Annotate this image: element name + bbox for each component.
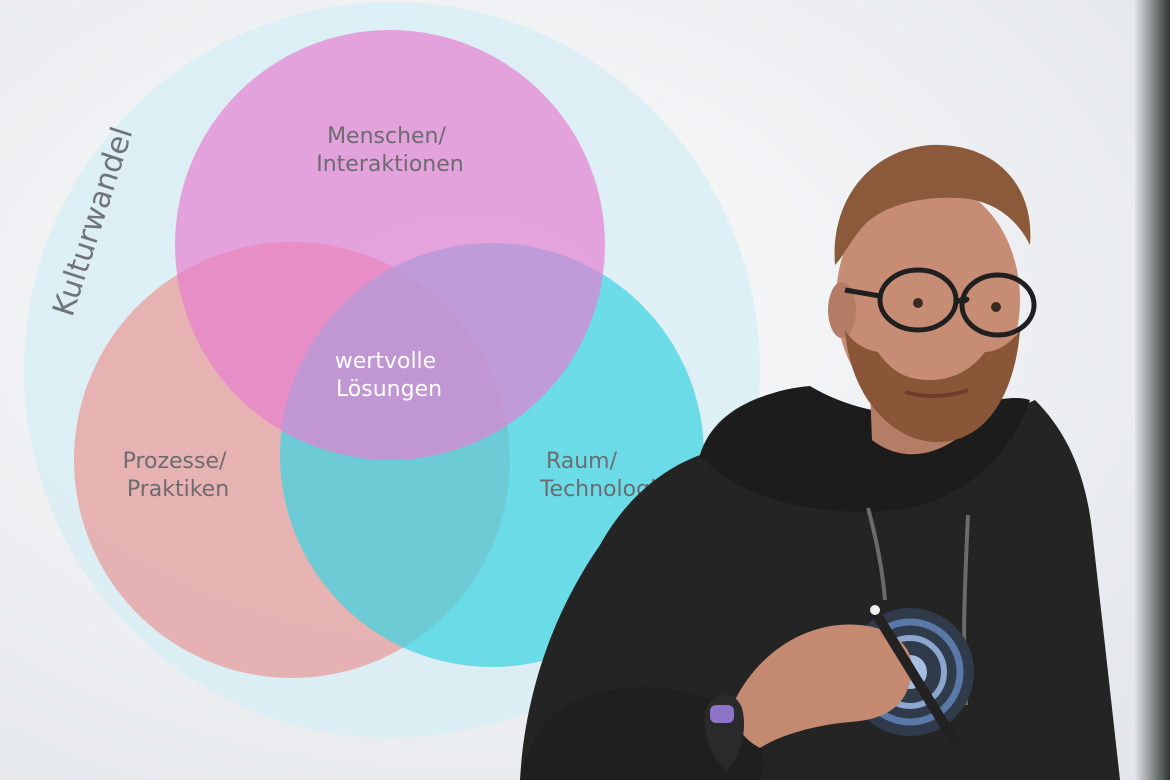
center-label-line-2: Lösungen — [336, 377, 442, 402]
pen — [870, 607, 960, 747]
pen-tip — [870, 605, 880, 615]
arm — [520, 686, 764, 780]
center-label: wertvolle Lösungen — [335, 349, 443, 402]
hand — [734, 624, 913, 748]
label-process-line-1: Prozesse/ — [123, 449, 227, 474]
beard — [845, 330, 1020, 443]
presenter — [520, 144, 1120, 780]
right-wall-shadow — [1135, 0, 1170, 780]
label-process-line-2: Praktiken — [127, 477, 229, 502]
hoodie-string-left — [866, 507, 887, 601]
wristband-accent — [710, 705, 734, 723]
mouth — [904, 388, 969, 398]
circle-people — [175, 30, 605, 460]
label-space-line-1: Raum/ — [546, 449, 618, 474]
label-people-line-2: Interaktionen — [316, 152, 463, 177]
label-people: Menschen/ Interaktionen — [316, 124, 463, 177]
label-people-line-1: Menschen/ — [327, 124, 446, 149]
right-eye — [991, 302, 1001, 312]
hair — [834, 144, 1031, 265]
glasses — [844, 267, 1037, 338]
label-process: Prozesse/ Praktiken — [123, 449, 234, 502]
venn-diagram: Kulturwandel Menschen/ Interaktionen Pro… — [24, 2, 760, 738]
center-label-line-1: wertvolle — [335, 349, 436, 374]
left-eye — [913, 298, 923, 308]
ear — [828, 282, 856, 338]
